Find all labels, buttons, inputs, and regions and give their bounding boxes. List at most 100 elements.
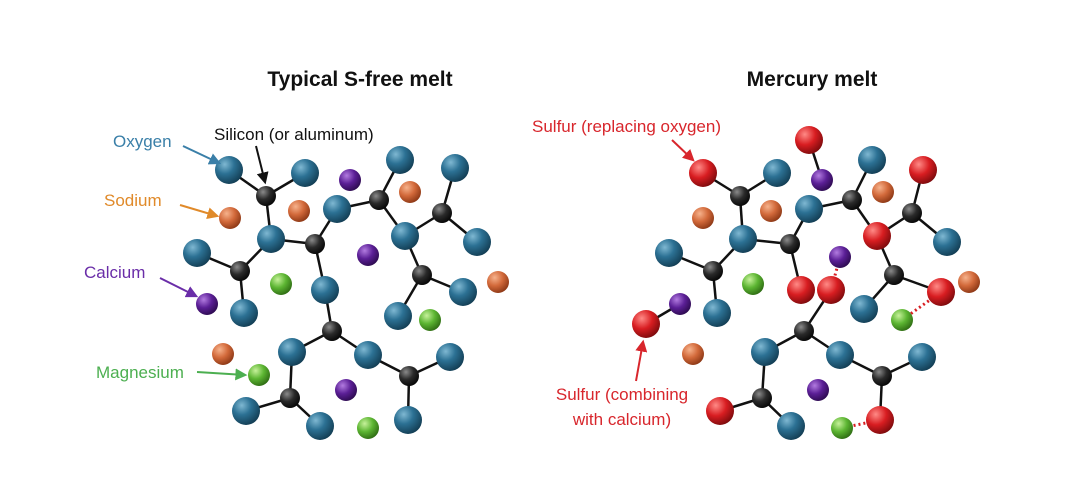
sfree-melt-sodium-atom: [212, 343, 234, 365]
mercury-melt-sulfur-atom: [706, 397, 734, 425]
sfree-melt-magnesium-atom: [419, 309, 441, 331]
sfree-melt-silicon-atom: [256, 186, 276, 206]
mercury-melt-calcium-atom: [807, 379, 829, 401]
mercury-melt-silicon-atom: [884, 265, 904, 285]
mercury-melt-sulfur-atom: [787, 276, 815, 304]
mercury-melt-calcium-atom: [669, 293, 691, 315]
left-panel-title: Typical S-free melt: [267, 68, 452, 91]
mercury-melt-sodium-atom: [682, 343, 704, 365]
right-panel-title: Mercury melt: [747, 68, 878, 91]
sfree-melt-magnesium-atom: [270, 273, 292, 295]
mercury-melt-magnesium-atom: [831, 417, 853, 439]
sfree-melt-silicon-atom: [322, 321, 342, 341]
sulfur-replacing-arrow: [671, 139, 695, 162]
sfree-melt-calcium-atom: [335, 379, 357, 401]
mercury-melt-oxygen-atom: [751, 338, 779, 366]
sfree-melt-oxygen-atom: [311, 276, 339, 304]
mercury-melt-sulfur-atom: [863, 222, 891, 250]
sfree-melt-magnesium-atom: [248, 364, 270, 386]
sfree-melt-oxygen-atom: [183, 239, 211, 267]
sfree-melt-oxygen-atom: [323, 195, 351, 223]
sulfur-replacing-label: Sulfur (replacing oxygen): [532, 117, 721, 136]
sfree-melt-oxygen-atom: [306, 412, 334, 440]
sfree-melt-oxygen-atom: [386, 146, 414, 174]
sulfur-combining-label-line1: Sulfur (combining: [556, 385, 688, 404]
sfree-melt-sodium-atom: [219, 207, 241, 229]
sfree-melt-oxygen-atom: [232, 397, 260, 425]
sfree-melt-silicon-atom: [369, 190, 389, 210]
atom-layer: [183, 126, 980, 440]
sfree-melt-oxygen-atom: [441, 154, 469, 182]
sfree-melt-oxygen-atom: [463, 228, 491, 256]
sodium-label: Sodium: [104, 191, 162, 210]
sodium-arrow: [179, 204, 220, 220]
mercury-melt-silicon-atom: [794, 321, 814, 341]
mercury-melt-sulfur-atom: [909, 156, 937, 184]
sfree-melt-silicon-atom: [305, 234, 325, 254]
silicon-label: Silicon (or aluminum): [214, 125, 374, 144]
mercury-melt-sulfur-atom: [689, 159, 717, 187]
mercury-melt-silicon-atom: [842, 190, 862, 210]
sfree-melt-oxygen-atom: [391, 222, 419, 250]
sulfur-combining-label-line2: with calcium): [572, 410, 671, 429]
mercury-melt-sodium-atom: [872, 181, 894, 203]
mercury-melt-magnesium-atom: [891, 309, 913, 331]
sfree-melt-calcium-atom: [196, 293, 218, 315]
sfree-melt-sodium-atom: [399, 181, 421, 203]
sfree-melt-oxygen-atom: [257, 225, 285, 253]
mercury-melt-oxygen-atom: [933, 228, 961, 256]
mercury-melt-oxygen-atom: [763, 159, 791, 187]
calcium-arrow: [159, 277, 199, 298]
mercury-melt-silicon-atom: [902, 203, 922, 223]
sfree-melt-calcium-atom: [357, 244, 379, 266]
mercury-melt-sulfur-atom: [866, 406, 894, 434]
sfree-melt-oxygen-atom: [354, 341, 382, 369]
sfree-melt-oxygen-atom: [394, 406, 422, 434]
mercury-melt-silicon-atom: [872, 366, 892, 386]
mercury-melt-silicon-atom: [752, 388, 772, 408]
sfree-melt-silicon-atom: [280, 388, 300, 408]
sfree-melt-oxygen-atom: [384, 302, 412, 330]
calcium-label: Calcium: [84, 263, 145, 282]
mercury-melt-silicon-atom: [730, 186, 750, 206]
sfree-melt-silicon-atom: [432, 203, 452, 223]
mercury-melt-silicon-atom: [780, 234, 800, 254]
mercury-melt-sodium-atom: [958, 271, 980, 293]
sulfur-combining-arrow: [635, 339, 648, 382]
mercury-melt-sodium-atom: [692, 207, 714, 229]
mercury-melt-sodium-atom: [760, 200, 782, 222]
magnesium-arrow: [196, 368, 248, 381]
mercury-melt-oxygen-atom: [655, 239, 683, 267]
sfree-melt-magnesium-atom: [357, 417, 379, 439]
silicon-arrow: [255, 145, 269, 185]
sfree-melt-oxygen-atom: [436, 343, 464, 371]
label-arrows: [159, 139, 695, 382]
sfree-melt-oxygen-atom: [215, 156, 243, 184]
mercury-melt-oxygen-atom: [777, 412, 805, 440]
sfree-melt-sodium-atom: [487, 271, 509, 293]
sfree-melt-calcium-atom: [339, 169, 361, 191]
mercury-melt-oxygen-atom: [795, 195, 823, 223]
mercury-melt-sulfur-atom: [795, 126, 823, 154]
sfree-melt-silicon-atom: [230, 261, 250, 281]
mercury-melt-magnesium-atom: [742, 273, 764, 295]
mercury-melt-sulfur-atom: [927, 278, 955, 306]
sfree-melt-silicon-atom: [412, 265, 432, 285]
mercury-melt-oxygen-atom: [858, 146, 886, 174]
oxygen-arrow: [182, 145, 222, 165]
mercury-melt-oxygen-atom: [908, 343, 936, 371]
oxygen-label: Oxygen: [113, 132, 172, 151]
mercury-melt-calcium-atom: [829, 246, 851, 268]
mercury-melt-oxygen-atom: [703, 299, 731, 327]
sfree-melt-oxygen-atom: [230, 299, 258, 327]
sfree-melt-oxygen-atom: [291, 159, 319, 187]
mercury-melt-oxygen-atom: [850, 295, 878, 323]
mercury-melt-oxygen-atom: [826, 341, 854, 369]
magnesium-label: Magnesium: [96, 363, 184, 382]
mercury-melt-sulfur-atom: [632, 310, 660, 338]
mercury-melt-silicon-atom: [703, 261, 723, 281]
sfree-melt-oxygen-atom: [278, 338, 306, 366]
mercury-melt-oxygen-atom: [729, 225, 757, 253]
mercury-melt-sulfur-atom: [817, 276, 845, 304]
